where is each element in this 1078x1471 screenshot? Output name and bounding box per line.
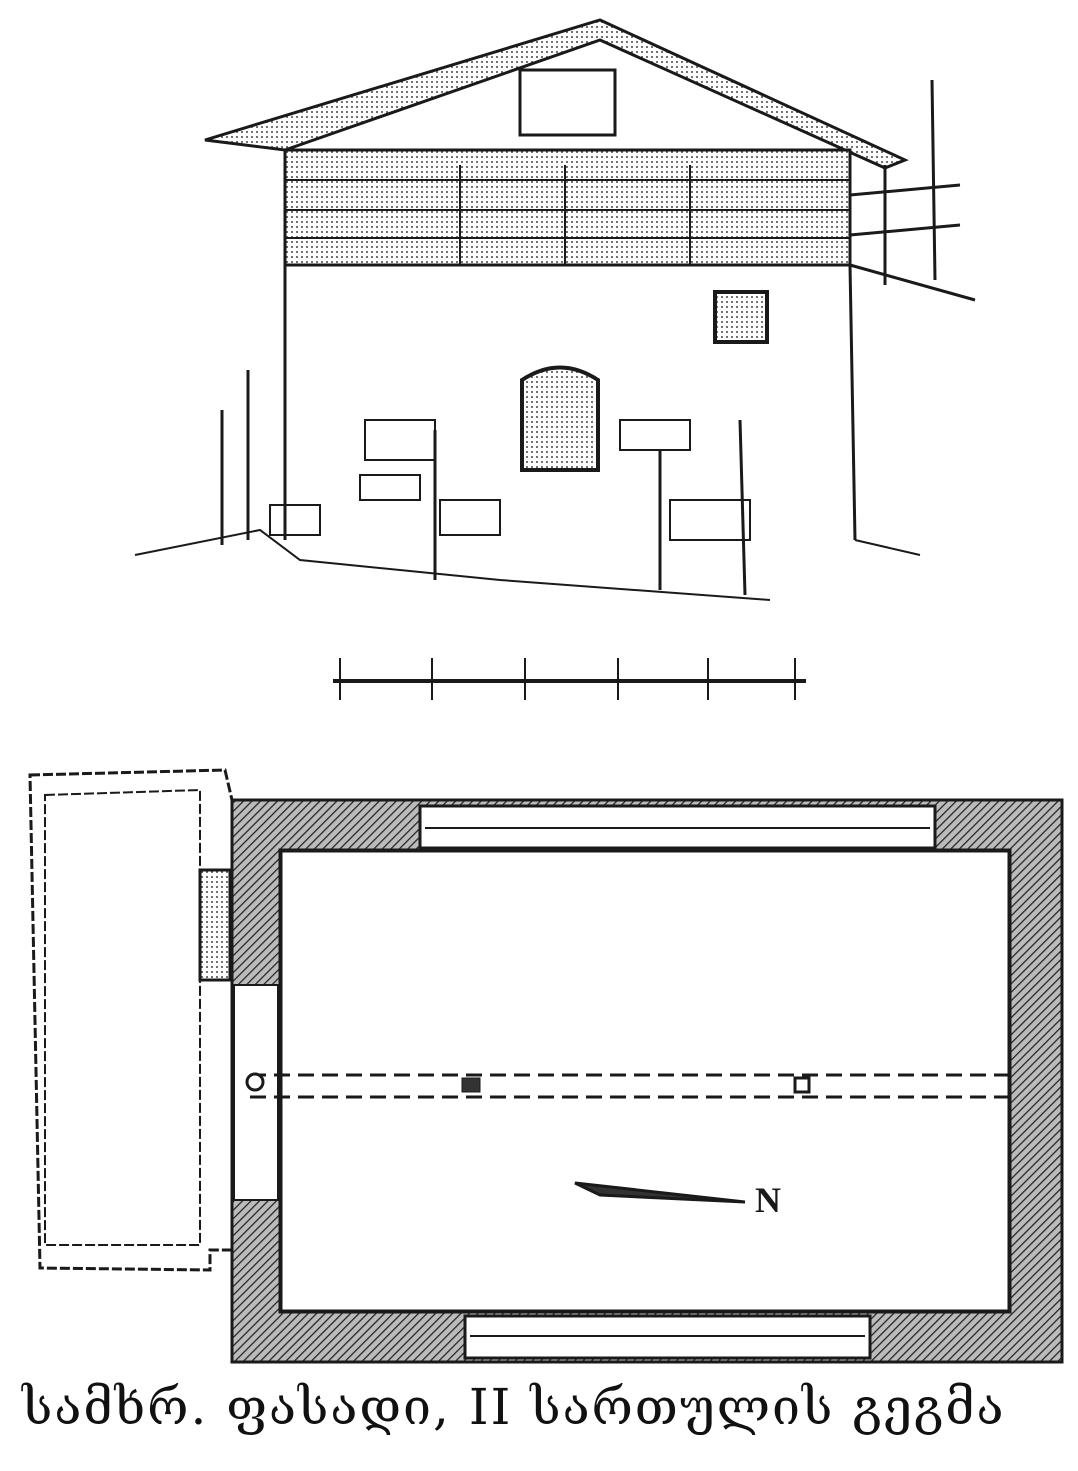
timber-courses bbox=[285, 165, 850, 265]
side-fence bbox=[849, 79, 976, 302]
axis-marker bbox=[245, 1072, 265, 1092]
arched-door bbox=[520, 365, 600, 472]
figure-caption: სამხრ. ფასადი, II სართულის გეგმა bbox=[22, 1378, 1006, 1436]
interior-room bbox=[279, 849, 1011, 1313]
column-post bbox=[461, 1077, 481, 1093]
column-post bbox=[793, 1076, 811, 1094]
timber-upper-story bbox=[283, 148, 852, 267]
gable-opening bbox=[518, 68, 617, 137]
porch-annex bbox=[28, 768, 234, 1272]
second-floor-plan: N bbox=[28, 768, 1064, 1364]
scale-bar bbox=[333, 658, 806, 700]
stonework-lower bbox=[269, 419, 751, 541]
stone-wall-outline bbox=[283, 264, 857, 541]
beam-lines bbox=[250, 1073, 1010, 1099]
window bbox=[713, 290, 769, 344]
ground-line bbox=[134, 528, 921, 601]
south-facade bbox=[134, 18, 976, 601]
north-arrow bbox=[574, 1181, 746, 1204]
west-doorway bbox=[233, 984, 279, 1201]
fence-posts bbox=[220, 370, 747, 596]
north-label: N bbox=[755, 1180, 781, 1220]
